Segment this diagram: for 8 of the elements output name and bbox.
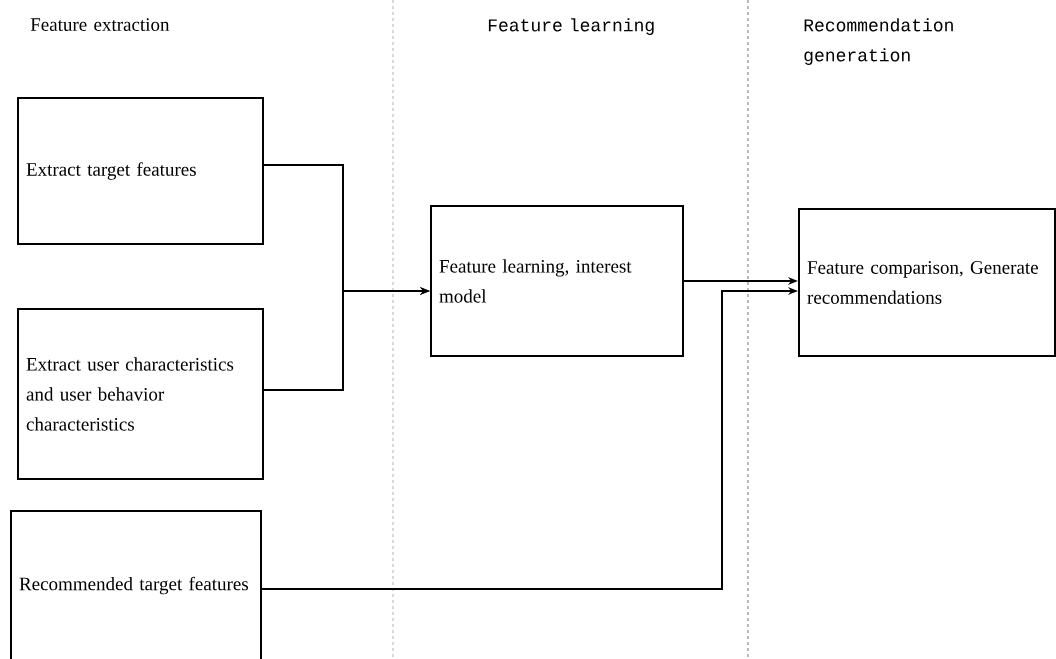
process-box: Feature learning, interest model <box>430 205 684 357</box>
process-box: Recommended target features <box>10 510 262 659</box>
column-heading: Recommendation generation <box>804 18 953 65</box>
column-heading: Feature learning <box>488 18 654 35</box>
process-box: Extract user characteristics and user behavior characteristics <box>17 308 264 480</box>
column-heading: Feature extraction <box>30 18 170 31</box>
process-box: Feature comparison, Generate recommendations <box>798 208 1056 357</box>
process-box: Extract target features <box>17 97 264 245</box>
